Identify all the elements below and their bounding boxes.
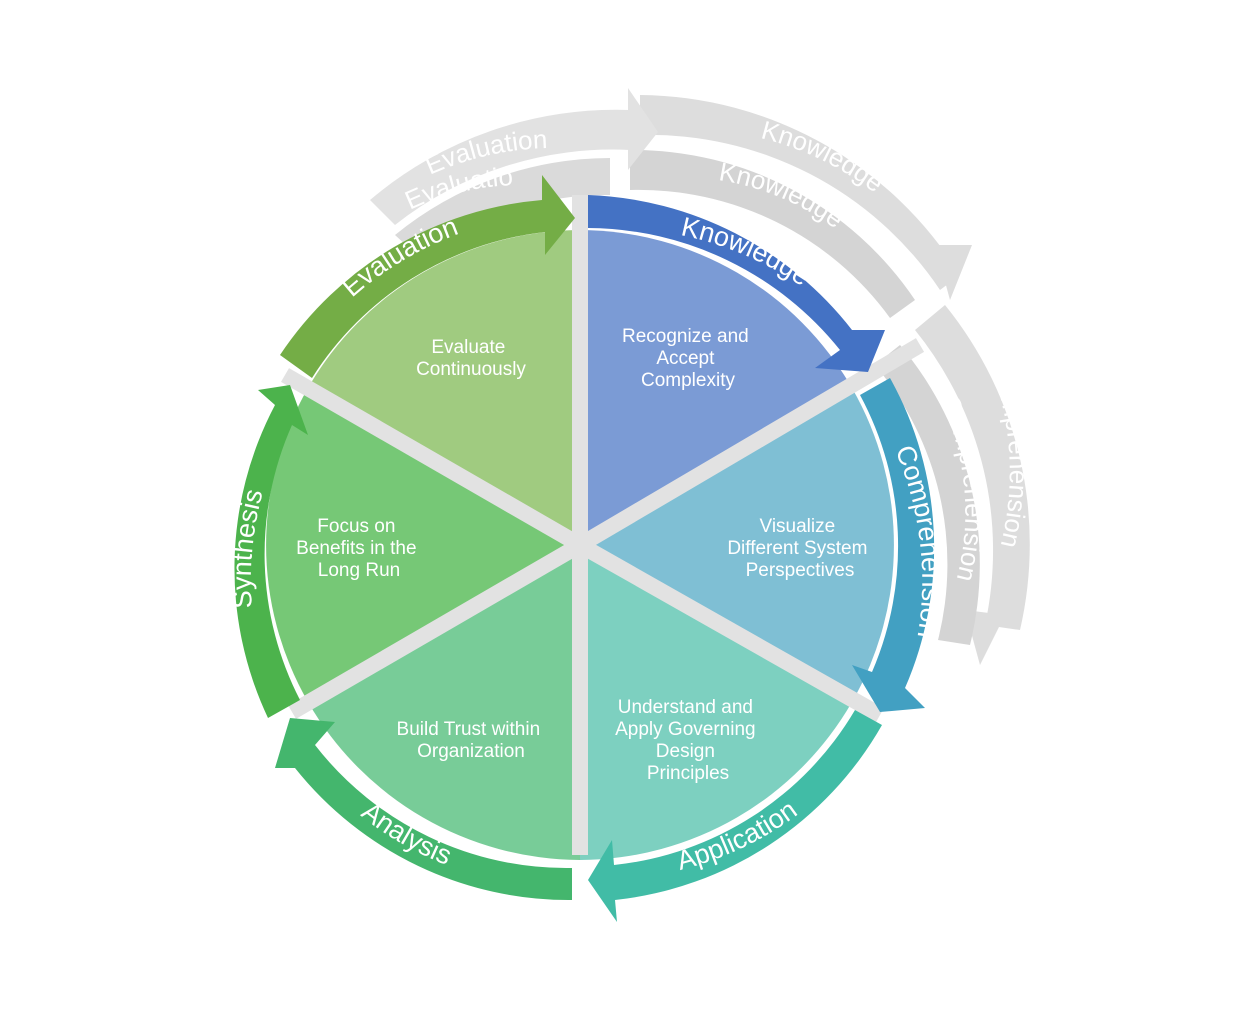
- stage-arrows: [234, 175, 935, 922]
- arrow-application[interactable]: [588, 710, 882, 922]
- ghost-arrow-comprehension-inner: [875, 345, 980, 645]
- wedges: [266, 230, 894, 860]
- ghost-arrow-evaluation-outer: [370, 109, 630, 225]
- arrow-comprehension[interactable]: [852, 378, 935, 712]
- ghost-arrow-knowledge-outer: [640, 95, 960, 290]
- divider-line: [576, 538, 884, 722]
- wedge-synthesis[interactable]: [266, 388, 580, 702]
- ghost-arrow-knowledge-inner: [630, 149, 915, 318]
- arrow-synthesis[interactable]: [234, 385, 308, 718]
- segment-text-comprehension: Visualize Different System Perspectives: [727, 516, 872, 581]
- segment-text-analysis: Build Trust within Organization: [397, 719, 546, 762]
- wedge-comprehension[interactable]: [580, 388, 894, 702]
- ghost-arrow-comprehension-outer: [915, 305, 1030, 630]
- segment-text-knowledge: Recognize and Accept Complexity: [622, 326, 754, 391]
- wedge-analysis[interactable]: [308, 545, 580, 860]
- divider-line: [281, 368, 584, 552]
- ghost-label: Evaluation: [0, 0, 514, 215]
- arrow-knowledge[interactable]: [588, 195, 885, 372]
- wedge-application[interactable]: [580, 545, 852, 860]
- ghost-arrowhead-comprehension-outer: [965, 610, 1005, 665]
- segment-text-evaluation: Evaluate Continuously: [416, 337, 526, 380]
- wedge-evaluation[interactable]: [308, 230, 580, 545]
- divider-line: [575, 338, 925, 552]
- segment-text-application: Understand and Apply Governing Design Pr…: [615, 697, 761, 784]
- arrow-analysis[interactable]: [275, 718, 572, 901]
- ghost-arrowhead-knowledge-outer: [935, 245, 972, 300]
- divider-line: [287, 538, 585, 719]
- segment-texts: Recognize and Accept Complexity Visualiz…: [296, 326, 872, 784]
- ghost-arrowhead-evaluation-outer: [628, 88, 658, 170]
- wedge-knowledge[interactable]: [580, 230, 852, 545]
- wedge-dividers: [281, 195, 925, 855]
- segment-text-synthesis: Focus on Benefits in the Long Run: [296, 516, 422, 581]
- arrow-evaluation[interactable]: [280, 175, 575, 378]
